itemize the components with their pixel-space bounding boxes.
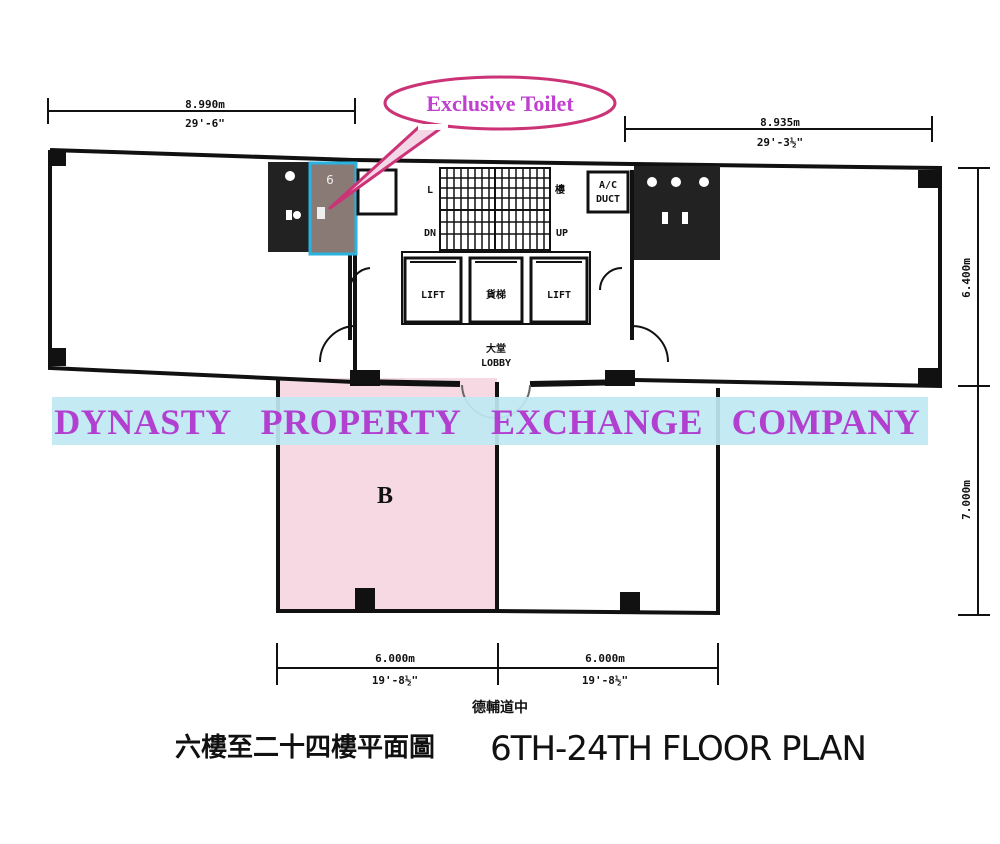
road-name: 德輔道中	[472, 699, 528, 716]
ac-duct-line2: DUCT	[596, 194, 620, 205]
dim-top-right-m: 8.935m	[760, 116, 800, 129]
dim-bottom-left-m: 6.000m	[375, 652, 415, 665]
lobby-cn-label: 大堂	[486, 342, 506, 355]
dimension-bottom: 6.000m 19'-8½" 6.000m 19'-8½"	[276, 643, 719, 687]
stair-up-label: UP	[556, 228, 568, 239]
dimension-right: 6.400m 7.000m	[958, 167, 990, 616]
dim-right-lower: 7.000m	[960, 480, 973, 520]
dimension-top-left: 8.990m 29'-6"	[47, 98, 356, 130]
dim-bottom-right-m: 6.000m	[585, 652, 625, 665]
dim-top-left-m: 8.990m	[185, 98, 225, 111]
stair-left-mark: L	[427, 185, 433, 196]
stairs: L 樓 DN UP	[424, 167, 568, 251]
watermark-word-4: COMPANY	[732, 402, 921, 442]
callout-text: Exclusive Toilet	[426, 91, 574, 116]
lift-middle-label: 貨梯	[486, 288, 506, 301]
watermark-word-1: DYNASTY	[54, 402, 232, 442]
exclusive-toilet-callout: Exclusive Toilet	[328, 75, 617, 210]
unit-b-label: B	[377, 483, 393, 509]
lobby-en-label: LOBBY	[481, 358, 511, 369]
dim-bottom-right-ft: 19'-8½"	[582, 674, 628, 687]
structural-columns	[50, 150, 938, 612]
watermark-band	[52, 397, 928, 445]
lift-bank: LIFT 貨梯 LIFT	[401, 251, 591, 325]
ac-duct-line1: A/C	[599, 180, 617, 191]
dim-top-left-ft: 29'-6"	[185, 117, 225, 130]
svg-text:6: 6	[326, 173, 334, 187]
dim-bottom-left-ft: 19'-8½"	[372, 674, 418, 687]
lift-left-label: LIFT	[421, 290, 445, 301]
dim-right-upper: 6.400m	[960, 258, 973, 298]
plan-title-en: 6TH-24TH FLOOR PLAN	[490, 729, 866, 769]
lift-right-label: LIFT	[547, 290, 571, 301]
watermark-word-2: PROPERTY	[261, 402, 462, 442]
plan-title-cn: 六樓至二十四樓平面圖	[175, 732, 435, 763]
stair-right-mark: 樓	[555, 183, 565, 196]
watermark-word-3: EXCHANGE	[491, 402, 703, 442]
dimension-top-right: 8.935m 29'-3½"	[624, 116, 933, 149]
ac-duct: A/C DUCT	[586, 170, 630, 214]
watermark: DYNASTY PROPERTY EXCHANGE COMPANY	[52, 397, 928, 445]
dim-top-right-ft: 29'-3½"	[757, 136, 803, 149]
stair-dn-label: DN	[424, 228, 436, 239]
